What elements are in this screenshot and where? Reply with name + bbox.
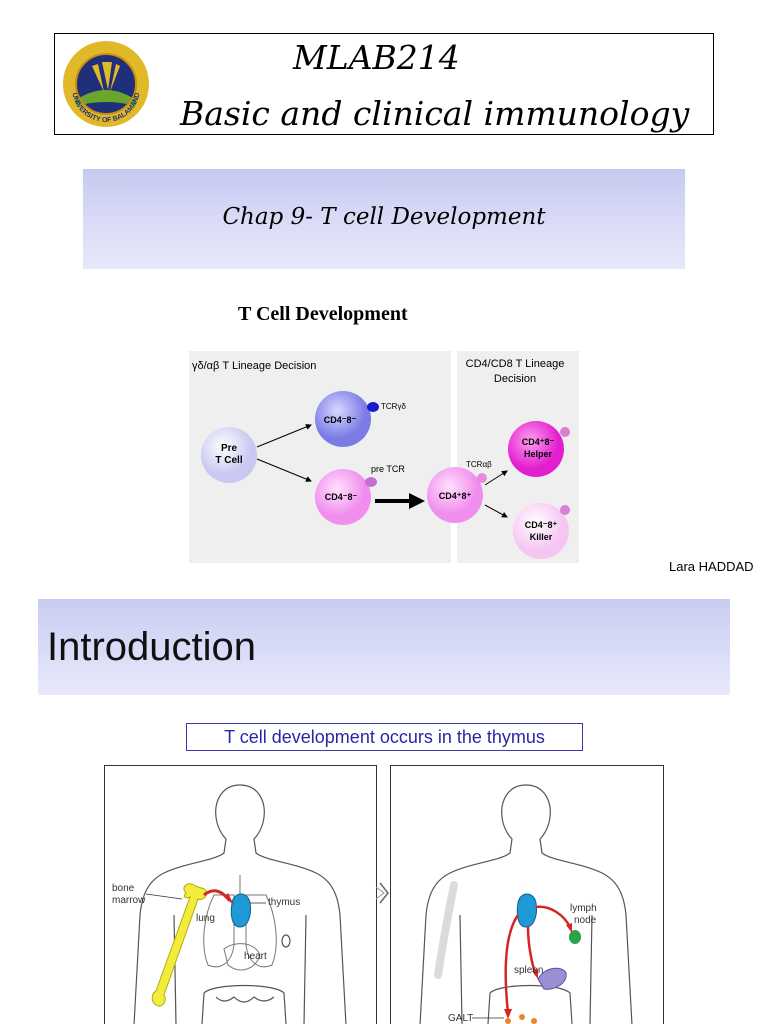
arrow-to-gd (256, 424, 312, 448)
killer-label-2: Killer (530, 532, 553, 542)
galt-label: GALT (448, 1013, 473, 1024)
author: Lara HADDAD (669, 559, 754, 574)
helper-receptor (560, 427, 570, 437)
left-heading: γδ/αβ T Lineage Decision (192, 360, 316, 372)
galt-dot (519, 1014, 525, 1020)
figure-title: T Cell Development (238, 303, 408, 325)
arrow-to-dn (256, 458, 312, 482)
subtitle-box: T cell development occurs in the thymus (186, 723, 583, 751)
helper-t-cell (508, 421, 564, 477)
chapter-banner: Chap 9- T cell Development (83, 169, 685, 269)
pre-tcr-label: pre TCR (371, 464, 405, 474)
left-lung (203, 894, 235, 968)
bone-label-2: marrow (112, 895, 146, 906)
gd-cell-label: CD4⁻8⁻ (324, 415, 357, 425)
left-body-outline (133, 784, 347, 1024)
tcr-ab-label: TCRαβ (466, 460, 492, 469)
galt-dot (505, 1018, 511, 1024)
tcr-ab-receptor (477, 473, 487, 483)
bone-label-1: bone (112, 883, 135, 894)
next-chevron-inner-icon (375, 886, 385, 900)
arrow-to-killer (484, 504, 508, 518)
right-body-outline (419, 784, 633, 1024)
spleen (537, 967, 567, 990)
pre-t-cell (201, 427, 257, 483)
arrow-to-helper (484, 470, 508, 486)
arrow-to-lymph (535, 905, 572, 928)
next-chevron-icon (379, 882, 389, 904)
tcr-gd-label: TCRγδ (381, 402, 406, 411)
thymus (230, 893, 251, 928)
arrow-to-galt (504, 914, 520, 1014)
introduction-title: Introduction (47, 625, 257, 669)
subtitle-text: T cell development occurs in the thymus (224, 727, 545, 747)
lymph-label-1: lymph (570, 903, 597, 914)
lung-label: lung (196, 913, 215, 924)
helper-label-2: Helper (524, 449, 553, 459)
introduction-banner: Introduction (38, 599, 730, 695)
bone-marrow (151, 883, 207, 1007)
heart-label: heart (244, 951, 267, 962)
dp-cell-label: CD4⁺8⁺ (439, 491, 472, 501)
university-logo: UNIVERSITY OF BALAMAND (63, 41, 149, 127)
heart (223, 943, 261, 971)
spleen-label: spleen (514, 965, 543, 976)
lymph-label-2: node (574, 915, 597, 926)
dn-cell-label: CD4⁻8⁻ (325, 492, 358, 502)
pre-tcr-receptor (365, 477, 377, 487)
big-arrow (375, 493, 425, 509)
right-heading-line2: Decision (494, 373, 536, 385)
course-title: Basic and clinical immunology (180, 94, 690, 133)
right-lung (245, 894, 277, 968)
header-box (54, 33, 714, 135)
killer-receptor (560, 505, 570, 515)
lymph-node (569, 930, 581, 944)
pre-t-cell-label-2: T Cell (215, 455, 242, 466)
thymus-right (516, 893, 537, 928)
tcr-gd-receptor (367, 402, 379, 412)
galt-dot (531, 1018, 537, 1024)
dp-t-cell (427, 467, 483, 523)
right-heading-line1: CD4/CD8 T Lineage (466, 358, 565, 370)
migration-arrowhead (224, 893, 234, 905)
dn-t-cell (315, 469, 371, 525)
chapter-title: Chap 9- T cell Development (222, 204, 546, 230)
killer-label-1: CD4⁻8⁺ (525, 520, 558, 530)
t-cell-development-figure: γδ/αβ T Lineage Decision CD4/CD8 T Linea… (189, 351, 579, 563)
killer-t-cell (513, 503, 569, 559)
gd-t-cell (315, 391, 371, 447)
course-code: MLAB214 (293, 38, 460, 77)
thymus-body-figure: bone marrow thymus lung heart lymph node… (104, 765, 664, 1024)
helper-label-1: CD4⁺8⁻ (522, 437, 555, 447)
thymus-label: thymus (268, 897, 300, 908)
pre-t-cell-label-1: Pre (221, 443, 238, 454)
right-arm-bone (434, 881, 458, 979)
